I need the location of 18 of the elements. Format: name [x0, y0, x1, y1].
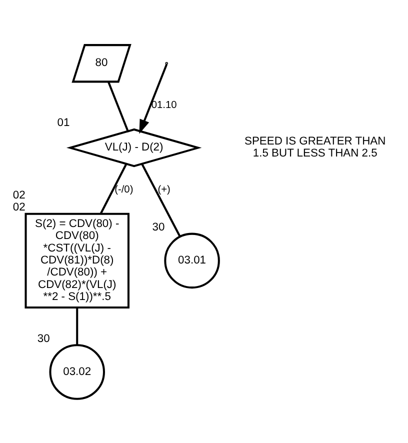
connector — [141, 163, 181, 236]
connector — [100, 163, 128, 214]
edge-label: (-/0) — [114, 184, 134, 196]
node-label: 30 — [37, 332, 50, 344]
edge-label: (+) — [158, 184, 170, 196]
connector — [107, 81, 129, 131]
connector — [76, 307, 78, 344]
label: SPEED IS GREATER THAN 1.5 BUT LESS THAN 2.5 — [244, 135, 386, 160]
node-label: 02 — [12, 188, 26, 201]
node-label: 02 — [12, 201, 26, 214]
node-label: 01 — [57, 116, 70, 129]
node-circle: 03.02 — [49, 344, 105, 400]
node-box: S(2) = CDV(80) - CDV(80) *CST((VL(J) - CDV(81))*D(8) /CDV(80)) + CDV(82)*(VL(J) **2 - S(1))**.5 — [24, 212, 130, 308]
arrow — [139, 64, 168, 134]
node-circle: 03.01 — [164, 232, 220, 288]
node-diamond: VL(J) - D(2) — [66, 128, 202, 167]
edge-label: 01.10 — [151, 100, 177, 111]
node-label: 30 — [152, 221, 165, 234]
